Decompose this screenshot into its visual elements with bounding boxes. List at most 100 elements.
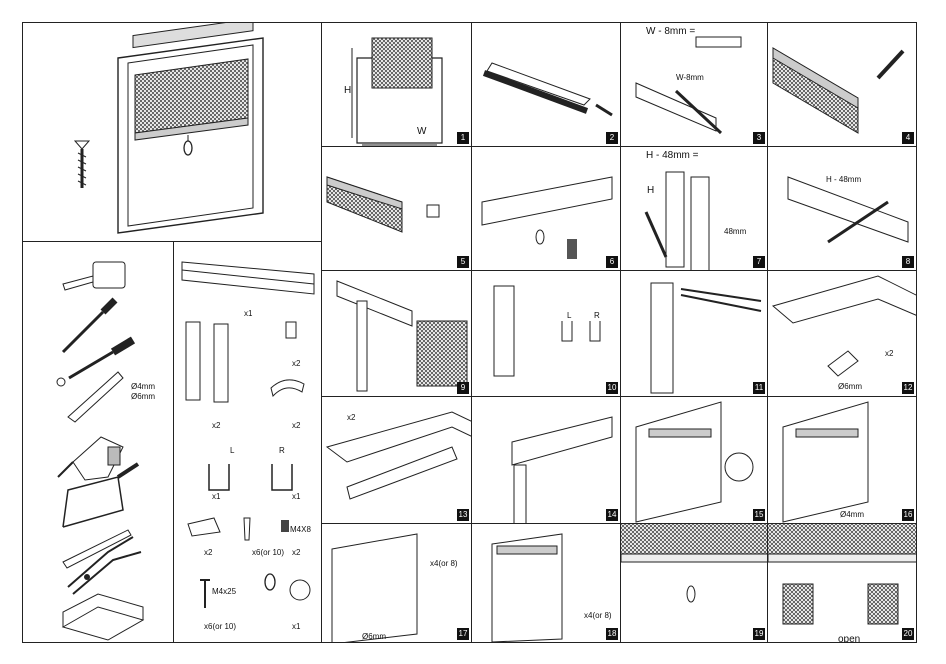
part-6-qty: x1 (292, 492, 301, 501)
step-number: 2 (606, 132, 618, 144)
part-9-qty: x6(or 10) (252, 548, 285, 557)
file-icon (62, 529, 132, 569)
screw-icon (73, 140, 91, 188)
pliers-icon (67, 536, 142, 595)
label-w: W (417, 126, 427, 137)
drill-size-4mm: Ø4mm (131, 382, 155, 391)
step-number: 10 (606, 382, 618, 394)
h48-label: 48mm (724, 227, 747, 236)
tape-measure-icon (62, 261, 126, 291)
bracket-r-label: R (594, 311, 600, 320)
utility-knife-icon (67, 371, 124, 423)
drill-icon (57, 436, 124, 481)
step-number: 3 (753, 132, 765, 144)
m4x8-screw-part-icon (281, 520, 289, 532)
part-5-qty: x1 (212, 492, 221, 501)
step-number: 17 (457, 628, 469, 640)
parts-illustration (181, 261, 315, 608)
end-cap-part-icon (285, 321, 297, 339)
step-cut-cassette: W - 8mm = W-8mm 3 (620, 22, 768, 147)
step-number: 13 (457, 509, 469, 521)
step-number: 20 (902, 628, 914, 640)
h-formula-label: H - 48mm = (646, 150, 699, 161)
step-drill-top: Ø6mm x2 12 (767, 270, 917, 397)
window-screen-overview-illustration (73, 23, 264, 234)
step-fix-frame: x4(or 8) 18 (471, 523, 621, 643)
step-brackets: L R 10 (471, 270, 621, 397)
mitre-box-icon (61, 593, 145, 641)
part-r-label: R (279, 446, 285, 455)
m4x25-screw-part-icon (200, 579, 210, 608)
x2-label: x2 (347, 413, 356, 422)
step-number: 18 (606, 628, 618, 640)
step-mount-cassette: x2 13 (321, 396, 472, 524)
part-8-qty: x2 (292, 548, 301, 557)
part-11-qty: x1 (292, 622, 301, 631)
step-crimp-rail: 11 (620, 270, 768, 397)
step-number: 4 (902, 132, 914, 144)
step-cut-mesh: 4 (767, 22, 917, 147)
h-letter-label: H (647, 185, 655, 196)
step-number: 11 (753, 382, 765, 394)
step-number: 14 (606, 509, 618, 521)
part-7-qty: x2 (204, 548, 213, 557)
step-drill-box: Ø6mm x4(or 8) 17 (321, 523, 472, 643)
part-2-qty: x2 (212, 421, 221, 430)
part-3-qty: x2 (292, 359, 301, 368)
w-formula-label: W - 8mm = (646, 26, 696, 37)
step-measure-window: H W 1 (321, 22, 472, 147)
part-4-qty: x2 (292, 421, 301, 430)
pull-cord-part-icon (264, 573, 311, 601)
step-drill-side: Ø4mm 16 (767, 396, 917, 524)
screwdriver-flat-icon (61, 297, 118, 354)
step-assembled-frame: 15 (620, 396, 768, 524)
step-remove-cap: 2 (471, 22, 621, 147)
label-h: H (344, 85, 352, 96)
bracket-l-label: L (567, 311, 572, 320)
part-10-qty: x6(or 10) (204, 622, 237, 631)
x2-label: x2 (885, 349, 894, 358)
clip-part-icon (187, 517, 221, 537)
tools-illustration (56, 261, 145, 641)
step-attach-end-cap: 5 (321, 146, 472, 271)
step-cut-rails: H - 48mm = H 48mm 7 (620, 146, 768, 271)
handle-part-icon (270, 379, 305, 398)
step-number: 15 (753, 509, 765, 521)
step-pull-down: 19 (620, 523, 768, 643)
bracket-l-part-icon (208, 464, 230, 491)
hacksaw-icon (62, 462, 140, 528)
bracket-r-part-icon (271, 464, 293, 491)
cassette-part-icon (181, 261, 315, 295)
m4x25-label: M4x25 (212, 587, 237, 596)
parts-panel: x1 x2 x2 x2 L R x1 x1 x2 x6(or 10) x2 M4… (173, 241, 322, 643)
drill-6mm-label: Ø6mm (838, 382, 862, 391)
step-number: 9 (457, 382, 469, 394)
tools-panel: Ø4mm Ø6mm (22, 241, 174, 643)
x4-label: x4(or 8) (584, 611, 612, 620)
side-rail-part-icon (185, 321, 229, 403)
step-number: 1 (457, 132, 469, 144)
part-1-qty: x1 (244, 309, 253, 318)
open-label: open (838, 634, 861, 643)
drill-size-6mm: Ø6mm (131, 392, 155, 401)
anchor-part-icon (243, 517, 251, 541)
part-l-label: L (230, 446, 235, 455)
overview-panel (22, 22, 322, 242)
x4-label: x4(or 8) (430, 559, 458, 568)
step-insert-rail: 9 (321, 270, 472, 397)
m4x8-label: M4X8 (290, 525, 311, 534)
w-bar-label: W-8mm (676, 73, 704, 82)
step-number: 7 (753, 256, 765, 268)
drill-6mm-label: Ø6mm (362, 632, 386, 641)
step-number: 5 (457, 256, 469, 268)
step-attach-handles: 6 (471, 146, 621, 271)
drill-4mm-label: Ø4mm (840, 510, 864, 519)
step-saw-rail: H - 48mm 8 (767, 146, 917, 271)
step-number: 12 (902, 382, 914, 394)
step-open: open 20 (767, 523, 917, 643)
screwdriver-phillips-icon (56, 336, 136, 387)
step-attach-rail-top: 14 (471, 396, 621, 524)
h-bar-label: H - 48mm (826, 175, 862, 184)
step-number: 6 (606, 256, 618, 268)
